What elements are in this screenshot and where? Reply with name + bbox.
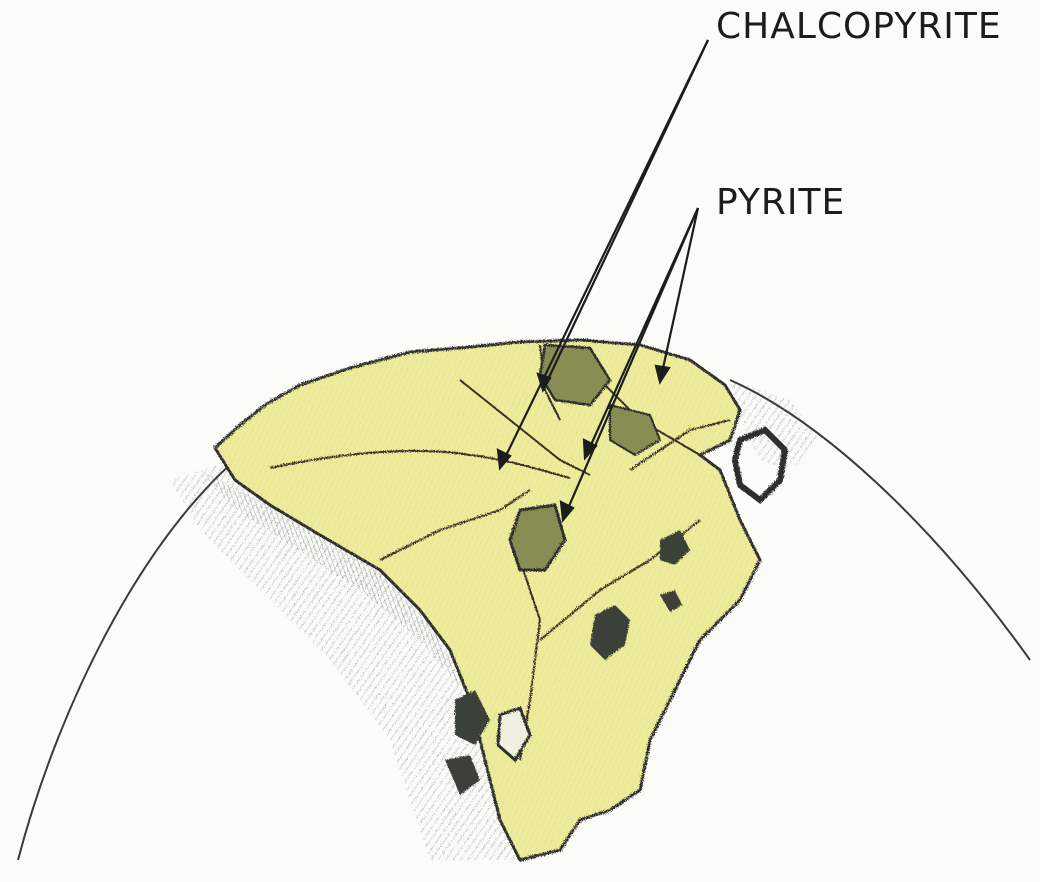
gangue-shading-right <box>730 380 820 470</box>
chalcopyrite-label: CHALCOPYRITE <box>716 6 1002 47</box>
pyrite-label: PYRITE <box>716 182 845 223</box>
